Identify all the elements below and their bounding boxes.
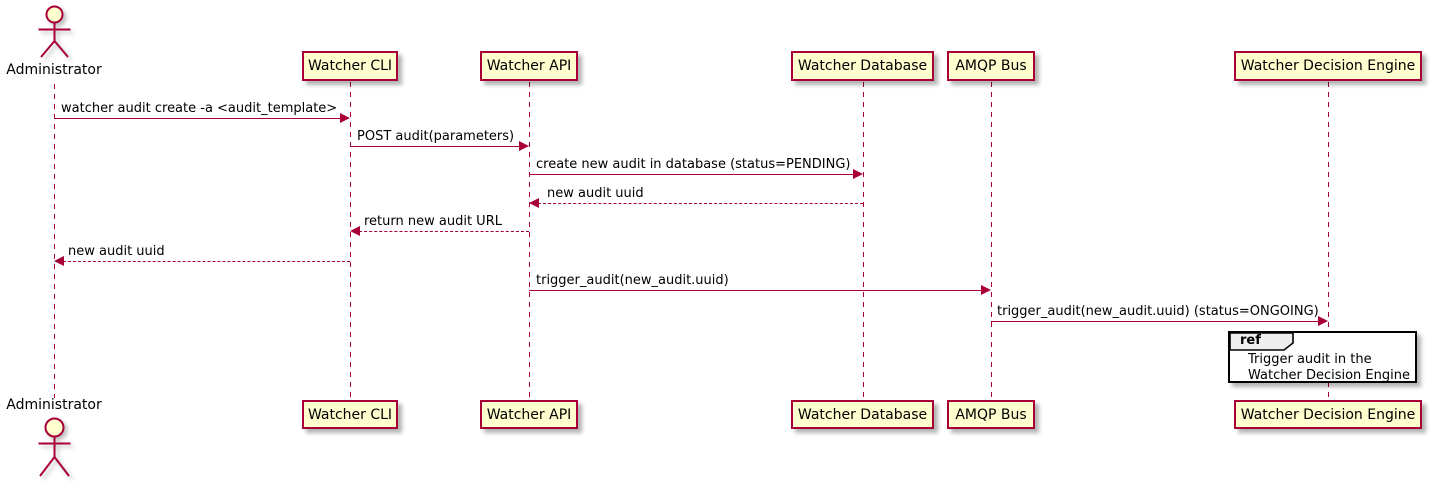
message-label: trigger_audit(new_audit.uuid) xyxy=(536,273,729,288)
lifeline-watcher-cli xyxy=(350,82,351,400)
message-label: new audit uuid xyxy=(68,244,165,259)
participant-administrator-top: Administrator xyxy=(6,62,102,78)
participant-watcher-database-top: Watcher Database xyxy=(791,51,934,81)
arrowhead-left-icon xyxy=(529,198,539,208)
arrowhead-left-icon xyxy=(350,226,360,236)
lifeline-amqp-bus xyxy=(991,82,992,400)
message-label: trigger_audit(new_audit.uuid) (status=ON… xyxy=(997,304,1319,319)
participant-watcher-api-top: Watcher API xyxy=(480,51,578,81)
ref-fragment: ref Trigger audit in the Watcher Decisio… xyxy=(1228,331,1417,383)
lifeline-watcher-decision-engine xyxy=(1328,82,1329,400)
message-line xyxy=(538,203,863,204)
message-line xyxy=(359,231,529,232)
message-label: POST audit(parameters) xyxy=(357,129,515,144)
ref-header-label: ref xyxy=(1240,333,1261,348)
participant-watcher-cli-top: Watcher CLI xyxy=(302,51,398,81)
arrowhead-left-icon xyxy=(54,256,64,266)
message-line xyxy=(54,118,342,119)
message-label: watcher audit create -a <audit_template> xyxy=(61,101,338,116)
message-line xyxy=(63,261,350,262)
arrowhead-right-icon xyxy=(519,141,529,151)
ref-header-pentagon-icon xyxy=(1229,332,1294,351)
participant-watcher-api-bottom: Watcher API xyxy=(480,400,578,429)
lifeline-administrator xyxy=(54,84,55,398)
participant-amqp-bus-bottom: AMQP Bus xyxy=(947,400,1035,429)
ref-text-line: Watcher Decision Engine xyxy=(1248,368,1410,383)
message-line xyxy=(350,146,521,147)
arrowhead-right-icon xyxy=(1318,316,1328,326)
message-line xyxy=(991,321,1320,322)
ref-text-line: Trigger audit in the xyxy=(1248,352,1372,367)
message-label: return new audit URL xyxy=(364,214,502,229)
administrator-actor-icon xyxy=(38,417,71,477)
participant-watcher-decision-engine-top: Watcher Decision Engine xyxy=(1234,51,1422,81)
participant-amqp-bus-top: AMQP Bus xyxy=(947,51,1035,81)
lifeline-watcher-api xyxy=(529,82,530,400)
participant-watcher-decision-engine-bottom: Watcher Decision Engine xyxy=(1234,400,1422,429)
arrowhead-right-icon xyxy=(981,285,991,295)
arrowhead-right-icon xyxy=(340,113,350,123)
participant-administrator-bottom: Administrator xyxy=(6,397,102,413)
message-line xyxy=(529,174,855,175)
message-label: new audit uuid xyxy=(547,186,644,201)
message-line xyxy=(529,290,983,291)
message-label: create new audit in database (status=PEN… xyxy=(536,157,851,172)
administrator-actor-icon xyxy=(38,5,71,58)
lifeline-watcher-database xyxy=(863,82,864,400)
arrowhead-right-icon xyxy=(853,169,863,179)
participant-watcher-database-bottom: Watcher Database xyxy=(791,400,934,429)
participant-watcher-cli-bottom: Watcher CLI xyxy=(302,400,398,429)
